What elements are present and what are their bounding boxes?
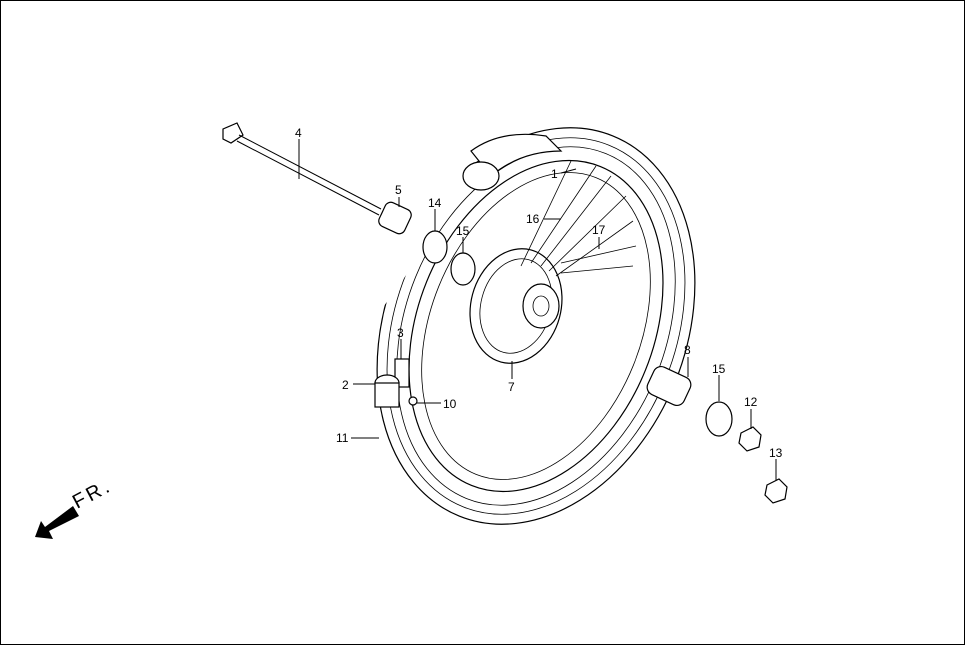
callout-14: 14 bbox=[428, 196, 442, 210]
hub bbox=[469, 248, 563, 364]
callout-13: 13 bbox=[769, 446, 783, 460]
bearing bbox=[450, 252, 476, 286]
callout-4: 4 bbox=[295, 126, 302, 140]
callout-12: 12 bbox=[744, 395, 758, 409]
distance-collar bbox=[646, 365, 692, 407]
speedometer-gearbox bbox=[374, 358, 418, 408]
callout-1: 1 bbox=[551, 167, 558, 181]
axle-bolt bbox=[222, 122, 382, 216]
callouts: 4 5 14 15 1 16 17 3 2 10 11 7 8 15 12 13 bbox=[295, 126, 783, 460]
front-direction-arrow-icon bbox=[35, 506, 79, 539]
callout-16: 16 bbox=[526, 212, 540, 226]
tire-section bbox=[462, 133, 563, 191]
callout-15: 15 bbox=[456, 224, 470, 238]
dust-seal bbox=[422, 230, 448, 264]
callout-11: 11 bbox=[336, 431, 349, 445]
callout-3: 3 bbox=[397, 326, 404, 340]
collar bbox=[378, 201, 412, 235]
leader-lines bbox=[298, 139, 777, 481]
callout-2: 2 bbox=[342, 378, 349, 392]
callout-7: 7 bbox=[508, 380, 515, 394]
bearing-right bbox=[705, 401, 733, 437]
spokes bbox=[520, 160, 637, 277]
nut-12 bbox=[738, 426, 762, 452]
callout-17: 17 bbox=[592, 223, 606, 237]
callout-5: 5 bbox=[395, 183, 402, 197]
nut-13 bbox=[764, 478, 788, 504]
callout-10: 10 bbox=[443, 397, 457, 411]
callout-15b: 15 bbox=[712, 362, 726, 376]
direction-label: FR. bbox=[69, 475, 116, 514]
callout-8: 8 bbox=[684, 343, 691, 357]
